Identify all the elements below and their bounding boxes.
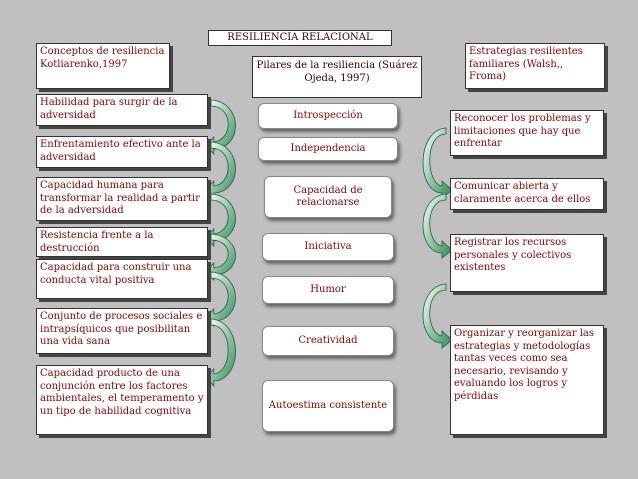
right-item: Organizar y reorganizar las estrategias …	[450, 325, 604, 435]
curved-arrow-icon	[205, 271, 236, 327]
pillar-autoestima: Autoestima consistente	[262, 380, 394, 432]
left-item: Habilidad para surgir de la adversidad	[36, 94, 208, 126]
left-item: Enfrentamiento efectivo ante la adversid…	[36, 136, 208, 168]
curved-arrow-icon	[422, 193, 453, 259]
left-item: Capacidad humana para transformar la rea…	[36, 177, 208, 221]
pillar-introspeccion: Introspección	[258, 103, 398, 129]
diagram-title: RESILIENCIA RELACIONAL	[208, 30, 392, 46]
right-column-header: Estrategias resilientes familiares (Wals…	[465, 43, 605, 89]
curved-arrow-icon	[205, 193, 236, 247]
pillar-humor: Humor	[262, 276, 394, 304]
left-item: Capacidad producto de una conjunción ent…	[36, 365, 208, 435]
left-item: Conjunto de procesos sociales e intrapsí…	[36, 308, 208, 354]
pillar-creatividad: Creatividad	[262, 326, 394, 356]
pillar-iniciativa: Iniciativa	[262, 233, 394, 261]
curved-arrow-icon	[422, 283, 453, 349]
right-item: Reconocer los problemas y limitaciones q…	[450, 110, 604, 156]
right-item: Comunicar abierta y claramente acerca de…	[450, 178, 604, 210]
left-item: Capacidad para construir una conducta vi…	[36, 259, 208, 299]
pillar-independencia: Independencia	[258, 137, 398, 161]
right-item: Registrar los recursos personales y cole…	[450, 234, 604, 292]
pillar-capacidad-relacionarse: Capacidad de relacionarse	[264, 176, 392, 218]
curved-arrow-icon	[205, 233, 236, 281]
curved-arrow-icon	[205, 99, 236, 155]
curved-arrow-icon	[205, 318, 236, 387]
left-item: Resistencia frente a la destrucción	[36, 227, 208, 257]
curved-arrow-icon	[422, 127, 453, 199]
left-column-header: Conceptos de resiliencia Kotliarenko,199…	[36, 43, 170, 89]
center-column-header: Pilares de la resiliencia (Suárez Ojeda,…	[252, 56, 422, 98]
